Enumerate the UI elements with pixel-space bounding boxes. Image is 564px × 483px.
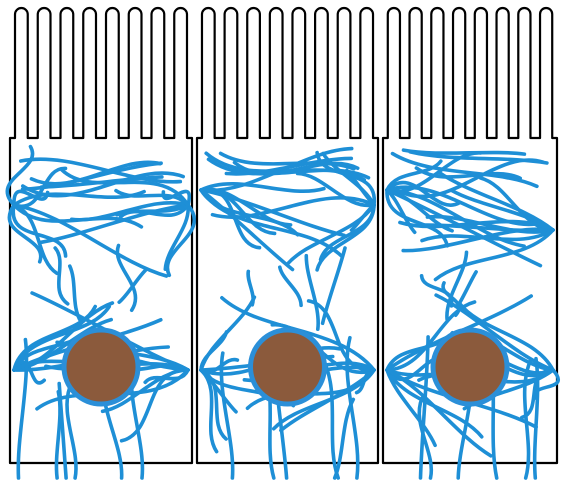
cell-2 <box>197 8 378 478</box>
cells-layer <box>7 8 558 478</box>
nucleus <box>251 330 325 404</box>
nucleus <box>433 330 507 404</box>
nucleus <box>64 330 138 404</box>
cell-1 <box>7 8 194 478</box>
cell-3 <box>383 8 558 478</box>
